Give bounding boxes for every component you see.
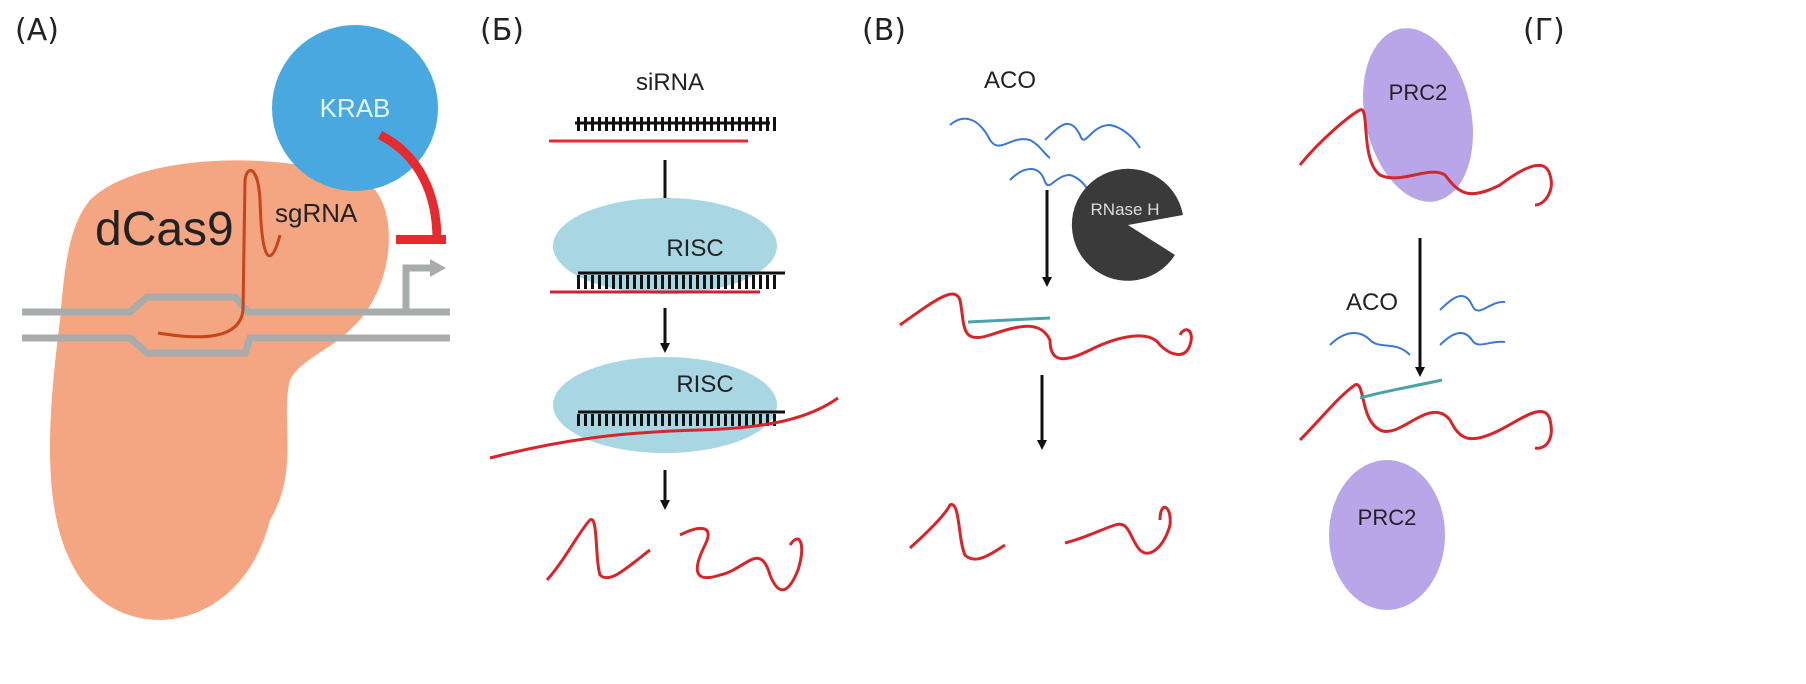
- aco-label-d: ACO: [1346, 289, 1398, 316]
- cleaved-fragment: [1064, 506, 1172, 555]
- prc2-complex: [1329, 460, 1445, 610]
- aco-oligos: [949, 117, 1141, 191]
- rnase-h-pacman-icon: [1071, 168, 1183, 281]
- aco-bound: [967, 316, 1051, 324]
- prc2-label-bottom: PRC2: [1358, 505, 1417, 530]
- risc-label-1: RISC: [666, 235, 723, 262]
- target-mrna: [899, 292, 1193, 361]
- sgrna-label: sgRNA: [275, 198, 358, 228]
- risc-duplex: [550, 271, 785, 294]
- panel-c-label: (В): [862, 13, 906, 48]
- panel-a-label: (A): [15, 13, 59, 48]
- prc2-label-top: PRC2: [1389, 80, 1448, 105]
- repression-arc: [377, 130, 442, 241]
- lncrna: [1298, 383, 1553, 450]
- aco-oligos: [1329, 295, 1506, 356]
- cleaved-fragment: [545, 518, 651, 582]
- prc2-complex: [1363, 28, 1473, 202]
- dcas9-shape: [50, 160, 389, 620]
- sgrna-strand: [157, 169, 282, 339]
- panel-b-label: (Б): [480, 13, 524, 48]
- aco-bound: [1359, 378, 1443, 400]
- panel-d-label: (Г): [1523, 13, 1565, 48]
- risc-label-2: RISC: [676, 371, 733, 398]
- cleaved-fragment: [908, 503, 1006, 561]
- sirna-label: siRNA: [636, 69, 704, 96]
- dna-double-strand: [22, 293, 450, 357]
- promoter-arrow: [402, 264, 432, 310]
- repression-bar: [396, 235, 446, 244]
- promoter-arrow-head: [430, 259, 446, 277]
- dcas9-label: dCas9: [95, 203, 234, 256]
- aco-label: ACO: [984, 67, 1036, 94]
- target-mrna: [489, 396, 839, 460]
- sirna-duplex: [549, 117, 777, 143]
- risc-complex: [553, 198, 777, 294]
- cleaved-fragment: [679, 526, 804, 592]
- rnase-label: RNase H: [1091, 200, 1160, 219]
- lncrna: [1298, 108, 1553, 207]
- krab-label: KRAB: [320, 93, 391, 123]
